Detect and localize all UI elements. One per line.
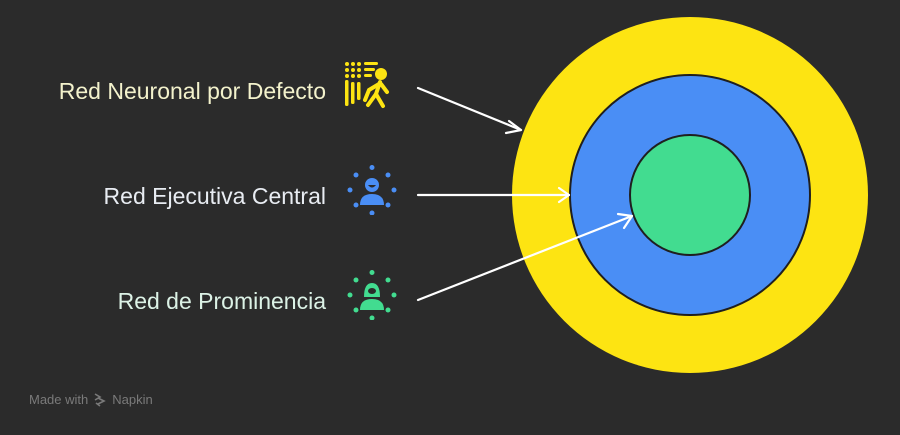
arrow-salience	[416, 214, 634, 302]
arrow-default-mode	[416, 86, 523, 132]
napkin-brand-text: Napkin	[112, 392, 153, 407]
label-executive: Red Ejecutiva Central	[103, 183, 326, 209]
inner-circle-salience	[629, 134, 751, 256]
salience-person-icon	[347, 270, 397, 320]
label-salience: Red de Prominencia	[117, 288, 326, 314]
made-with-text: Made with	[29, 392, 89, 407]
footer-attribution: Made with Napkin	[29, 392, 153, 407]
napkin-logo-icon	[94, 392, 107, 407]
label-default-mode: Red Neuronal por Defecto	[58, 78, 326, 104]
executive-person-icon	[347, 165, 397, 215]
default-mode-network-icon	[345, 62, 389, 108]
